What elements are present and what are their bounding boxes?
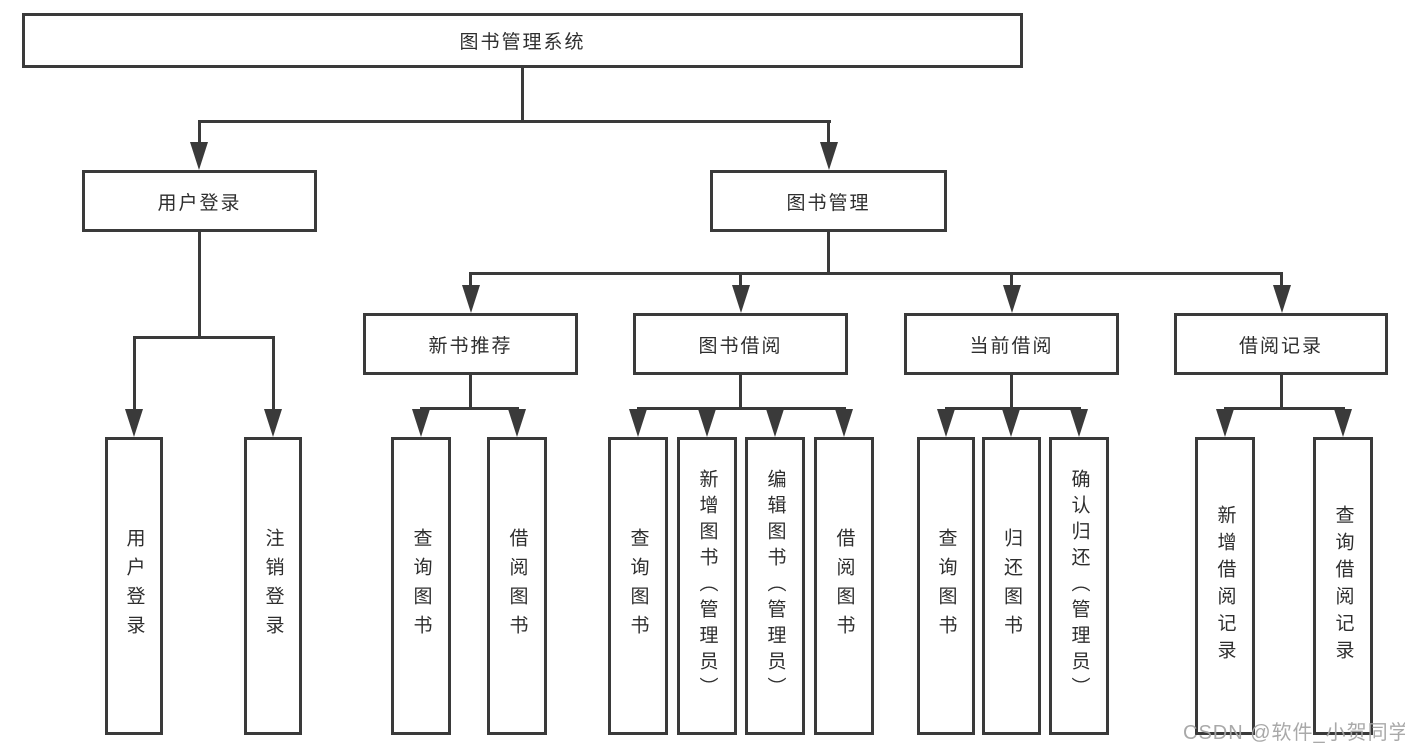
connector-book-management-stem bbox=[827, 232, 830, 274]
connector-user-login-stem bbox=[198, 232, 201, 336]
leaf-borrowing-query-books: 查询图书 bbox=[608, 437, 668, 735]
node-library-management-system: 图书管理系统 bbox=[22, 13, 1023, 68]
node-book-management: 图书管理 bbox=[710, 170, 947, 232]
leaf-borrowing-edit-books-admin-label: 编辑图书（管理员） bbox=[764, 469, 786, 703]
node-book-borrowing: 图书借阅 bbox=[633, 313, 848, 375]
connector-drop-borrowing-records bbox=[1280, 272, 1283, 288]
node-borrowing-records: 借阅记录 bbox=[1174, 313, 1388, 375]
arrowhead-leaf-logout bbox=[264, 409, 282, 437]
leaf-current-return-books: 归还图书 bbox=[982, 437, 1041, 735]
arrowhead-borrowing-records bbox=[1273, 285, 1291, 313]
leaf-current-return-books-label: 归还图书 bbox=[1001, 528, 1022, 644]
leaf-borrowing-borrow-books: 借阅图书 bbox=[814, 437, 874, 735]
connector-drop-user-login bbox=[198, 120, 201, 146]
arrowhead-user-login bbox=[190, 142, 208, 170]
leaf-current-query-books-label: 查询图书 bbox=[935, 528, 957, 644]
connector-borrowing-bar bbox=[637, 407, 846, 410]
connector-recommend-bar bbox=[420, 407, 519, 410]
arrowhead-new-book-recommend bbox=[462, 285, 480, 313]
leaf-current-confirm-return-admin-label: 确认归还（管理员） bbox=[1068, 469, 1090, 703]
leaf-add-borrow-record-label: 新增借阅记录 bbox=[1214, 505, 1236, 667]
connector-root-bar bbox=[198, 120, 831, 123]
node-book-borrowing-label: 图书借阅 bbox=[698, 335, 783, 357]
connector-drop-leaf-logout bbox=[272, 336, 275, 412]
connector-records-stem bbox=[1280, 375, 1283, 409]
node-current-borrowing-label: 当前借阅 bbox=[969, 335, 1054, 357]
leaf-query-borrow-record: 查询借阅记录 bbox=[1313, 437, 1373, 735]
connector-current-stem bbox=[1010, 375, 1013, 409]
arrowhead-current-confirm bbox=[1070, 409, 1088, 437]
connector-user-login-bar bbox=[133, 336, 275, 339]
leaf-borrowing-query-books-label: 查询图书 bbox=[627, 528, 649, 644]
leaf-current-query-books: 查询图书 bbox=[917, 437, 975, 735]
arrowhead-borrowing-query bbox=[629, 409, 647, 437]
arrowhead-current-borrowing bbox=[1003, 285, 1021, 313]
connector-level2-bar bbox=[469, 272, 1282, 275]
leaf-add-borrow-record: 新增借阅记录 bbox=[1195, 437, 1255, 735]
leaf-current-confirm-return-admin: 确认归还（管理员） bbox=[1049, 437, 1109, 735]
arrowhead-recommend-borrow bbox=[508, 409, 526, 437]
leaf-recommend-query-books: 查询图书 bbox=[391, 437, 451, 735]
connector-drop-new-book-recommend bbox=[469, 272, 472, 288]
arrowhead-current-query bbox=[937, 409, 955, 437]
connector-records-bar bbox=[1224, 407, 1345, 410]
leaf-borrowing-add-books-admin: 新增图书（管理员） bbox=[677, 437, 737, 735]
node-new-book-recommend: 新书推荐 bbox=[363, 313, 578, 375]
leaf-borrowing-add-books-admin-label: 新增图书（管理员） bbox=[696, 469, 718, 703]
arrowhead-leaf-user-login bbox=[125, 409, 143, 437]
node-user-login-label: 用户登录 bbox=[157, 192, 242, 214]
connector-borrowing-stem bbox=[739, 375, 742, 409]
arrowhead-book-borrowing bbox=[732, 285, 750, 313]
leaf-user-login: 用户登录 bbox=[105, 437, 163, 735]
leaf-borrowing-edit-books-admin: 编辑图书（管理员） bbox=[745, 437, 805, 735]
leaf-query-borrow-record-label: 查询借阅记录 bbox=[1332, 505, 1354, 667]
connector-drop-book-management bbox=[827, 120, 830, 146]
arrowhead-records-add bbox=[1216, 409, 1234, 437]
leaf-borrowing-borrow-books-label: 借阅图书 bbox=[833, 528, 855, 644]
connector-drop-current-borrowing bbox=[1010, 272, 1013, 288]
leaf-user-login-label: 用户登录 bbox=[123, 528, 145, 644]
leaf-recommend-borrow-books-label: 借阅图书 bbox=[506, 528, 528, 644]
arrowhead-current-return bbox=[1002, 409, 1020, 437]
arrowhead-borrowing-borrow bbox=[835, 409, 853, 437]
arrowhead-recommend-query bbox=[412, 409, 430, 437]
arrowhead-book-management bbox=[820, 142, 838, 170]
connector-recommend-stem bbox=[469, 375, 472, 409]
node-root-label: 图书管理系统 bbox=[459, 32, 586, 53]
arrowhead-borrowing-add bbox=[698, 409, 716, 437]
leaf-logout: 注销登录 bbox=[244, 437, 302, 735]
leaf-recommend-query-books-label: 查询图书 bbox=[410, 528, 432, 644]
connector-root-stem bbox=[521, 68, 524, 122]
leaf-recommend-borrow-books: 借阅图书 bbox=[487, 437, 547, 735]
leaf-logout-label: 注销登录 bbox=[262, 528, 284, 644]
node-current-borrowing: 当前借阅 bbox=[904, 313, 1119, 375]
arrowhead-borrowing-edit bbox=[766, 409, 784, 437]
node-new-book-recommend-label: 新书推荐 bbox=[428, 335, 513, 357]
connector-drop-leaf-user-login bbox=[133, 336, 136, 412]
arrowhead-records-query bbox=[1334, 409, 1352, 437]
watermark-text: CSDN @软件_小贺同学 bbox=[1183, 722, 1405, 744]
node-user-login: 用户登录 bbox=[82, 170, 317, 232]
connector-drop-book-borrowing bbox=[739, 272, 742, 288]
node-book-management-label: 图书管理 bbox=[786, 192, 871, 214]
connector-current-bar bbox=[945, 407, 1081, 410]
node-borrowing-records-label: 借阅记录 bbox=[1238, 335, 1323, 357]
